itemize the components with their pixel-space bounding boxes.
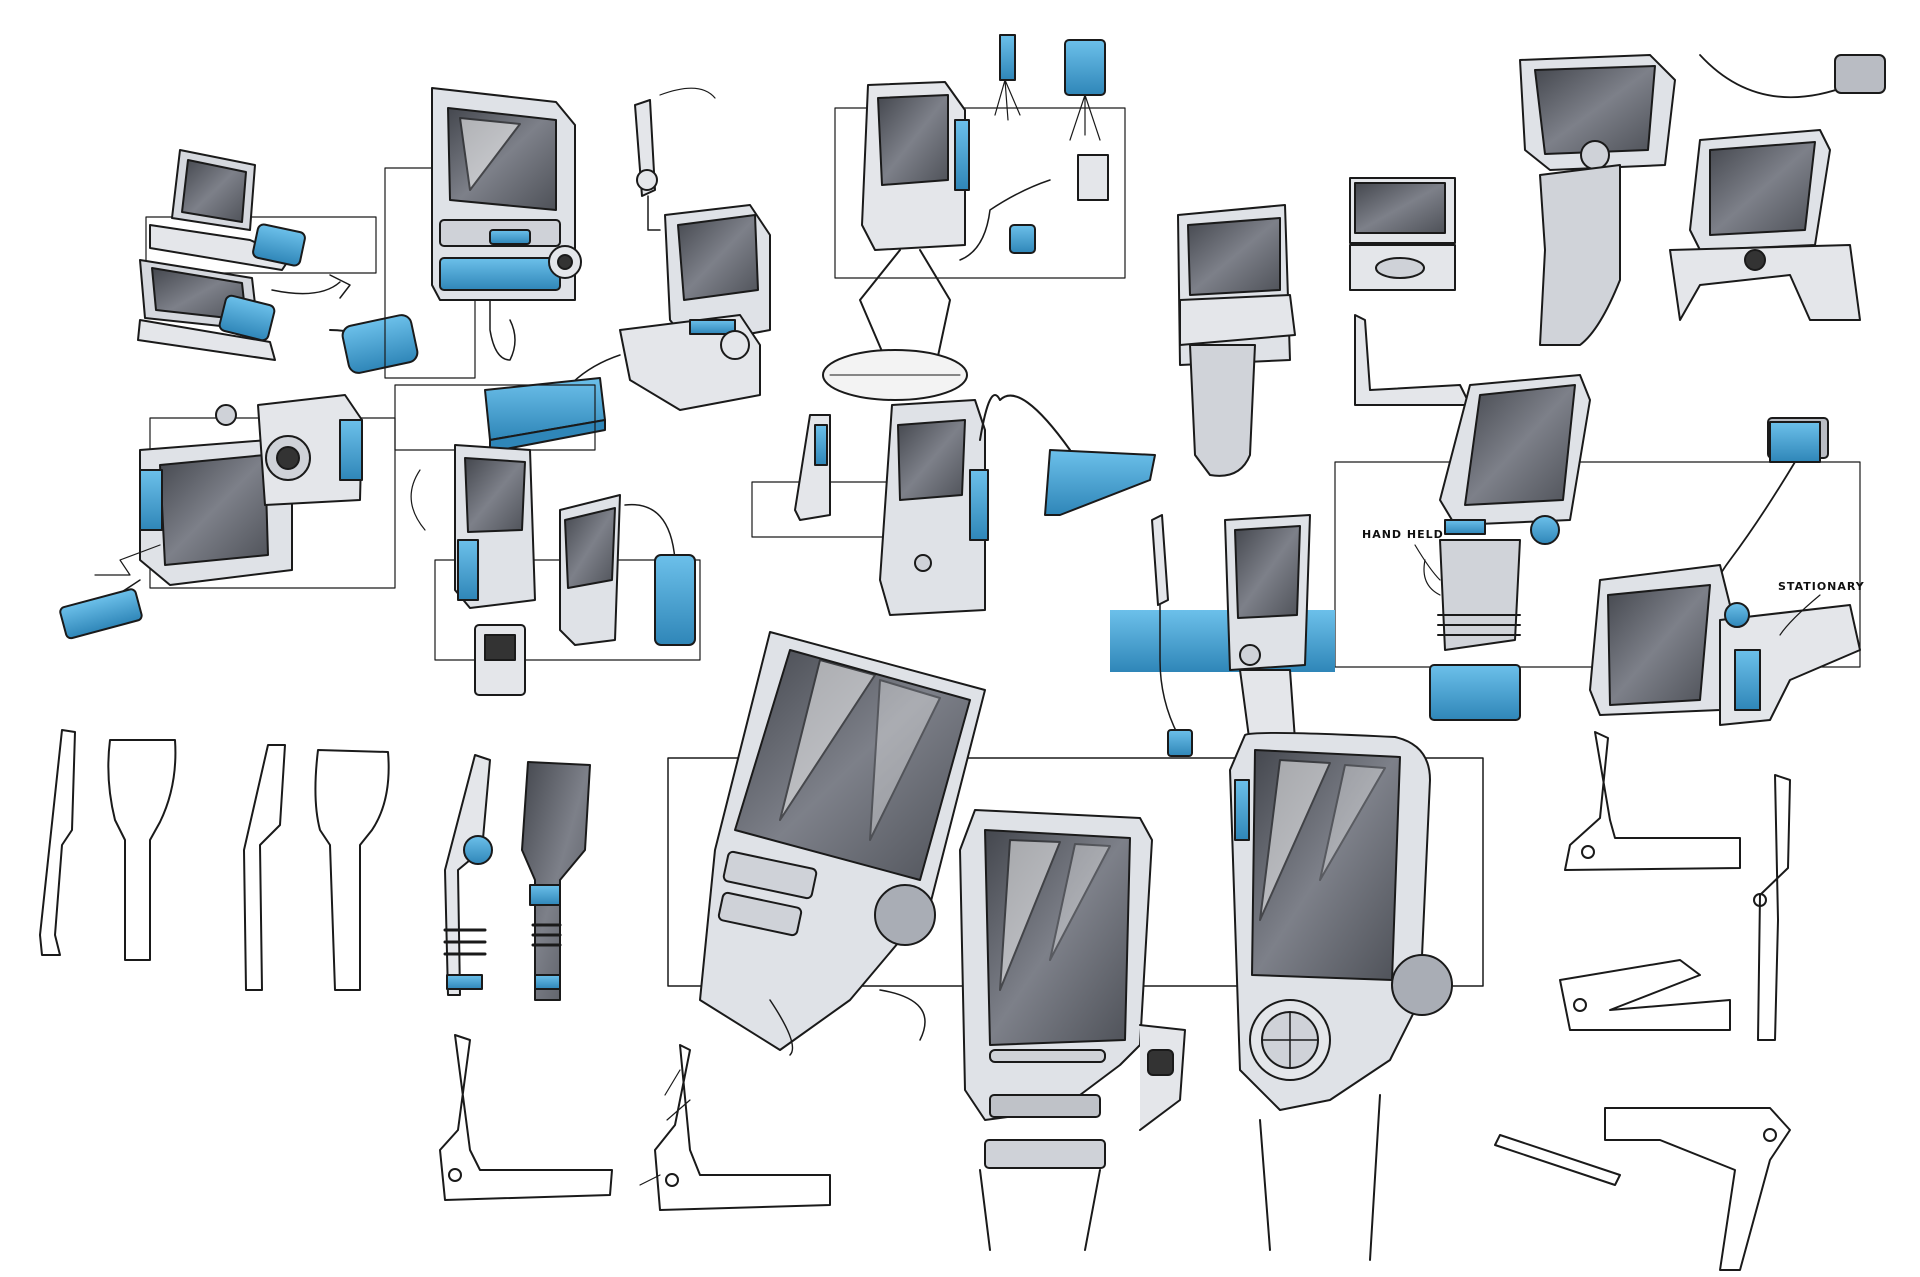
sketch-console-unit xyxy=(394,204,771,453)
sketch-probe-blue-band xyxy=(1110,514,1335,757)
sketch-camera-unit-left xyxy=(59,394,396,640)
stationary-leader-line xyxy=(1779,594,1821,636)
sketch-stationary-station-topright xyxy=(1669,54,1886,321)
sketch-large-device-left xyxy=(667,631,1484,1056)
handheld-label: HAND HELD xyxy=(1362,528,1444,541)
sketch-probe-angle-bottom-left xyxy=(439,1034,831,1211)
sketch-angle-studies-bottom-right xyxy=(1494,731,1791,1271)
sketch-large-device-right xyxy=(1229,731,1453,1261)
sketch-tall-panel-unit xyxy=(384,87,582,379)
sketch-tripod-stand-unit xyxy=(822,34,1126,401)
sketch-large-device-center xyxy=(959,809,1186,1251)
stationary-label: STATIONARY xyxy=(1778,580,1865,593)
sketch-center-console xyxy=(751,394,1156,616)
sketch-folding-devices-topleft xyxy=(137,149,419,374)
sketch-flip-device xyxy=(410,444,701,696)
sketch-handheld-vs-stationary xyxy=(1334,374,1861,726)
sketch-pistol-grip-topright xyxy=(1519,54,1676,346)
sketch-small-probe-top xyxy=(634,87,716,231)
sketch-handheld-gun-center xyxy=(1177,204,1296,477)
sketch-small-boxes xyxy=(1349,177,1471,406)
handheld-leader-line xyxy=(1414,544,1441,581)
sketch-grip-form-studies xyxy=(39,729,591,1001)
